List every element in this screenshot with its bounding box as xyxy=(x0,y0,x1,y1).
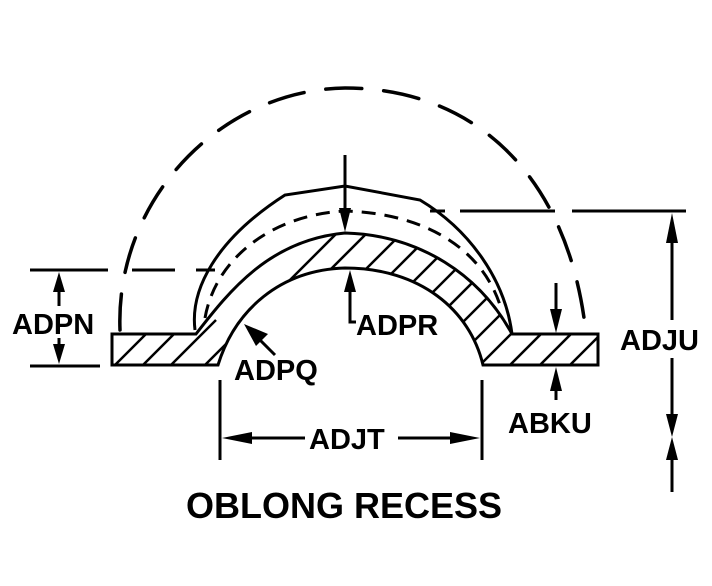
adjt-arrow-left-icon xyxy=(222,432,252,444)
abku-arrow-up-icon xyxy=(550,367,562,391)
adpr-leader xyxy=(348,290,356,324)
hatched-section-outline xyxy=(110,231,600,367)
diagram-title: OBLONG RECESS xyxy=(186,485,502,526)
adju-arrow-down-icon xyxy=(666,414,678,437)
adpq-arrow-icon xyxy=(244,324,268,346)
label-adpn: ADPN xyxy=(12,309,94,341)
adpr-arrow-up-icon xyxy=(344,270,356,292)
outer-dashed-arc xyxy=(118,86,587,332)
label-adpq: ADPQ xyxy=(234,355,318,387)
adju-arrow-up-icon xyxy=(666,213,678,243)
adpr-arrow-down-icon xyxy=(339,208,351,232)
label-adju: ADJU xyxy=(620,325,699,357)
label-adpr: ADPR xyxy=(356,310,438,342)
adjt-arrow-right-icon xyxy=(450,432,480,444)
adpn-arrow-up-icon xyxy=(53,272,65,292)
outer-crown-outline xyxy=(192,184,514,335)
adju-arrow-up-lower-icon xyxy=(666,437,678,460)
adpn-arrow-down-icon xyxy=(53,344,65,364)
label-abku: ABKU xyxy=(508,408,592,440)
label-adjt: ADJT xyxy=(309,424,385,456)
abku-arrow-down-icon xyxy=(550,309,562,333)
